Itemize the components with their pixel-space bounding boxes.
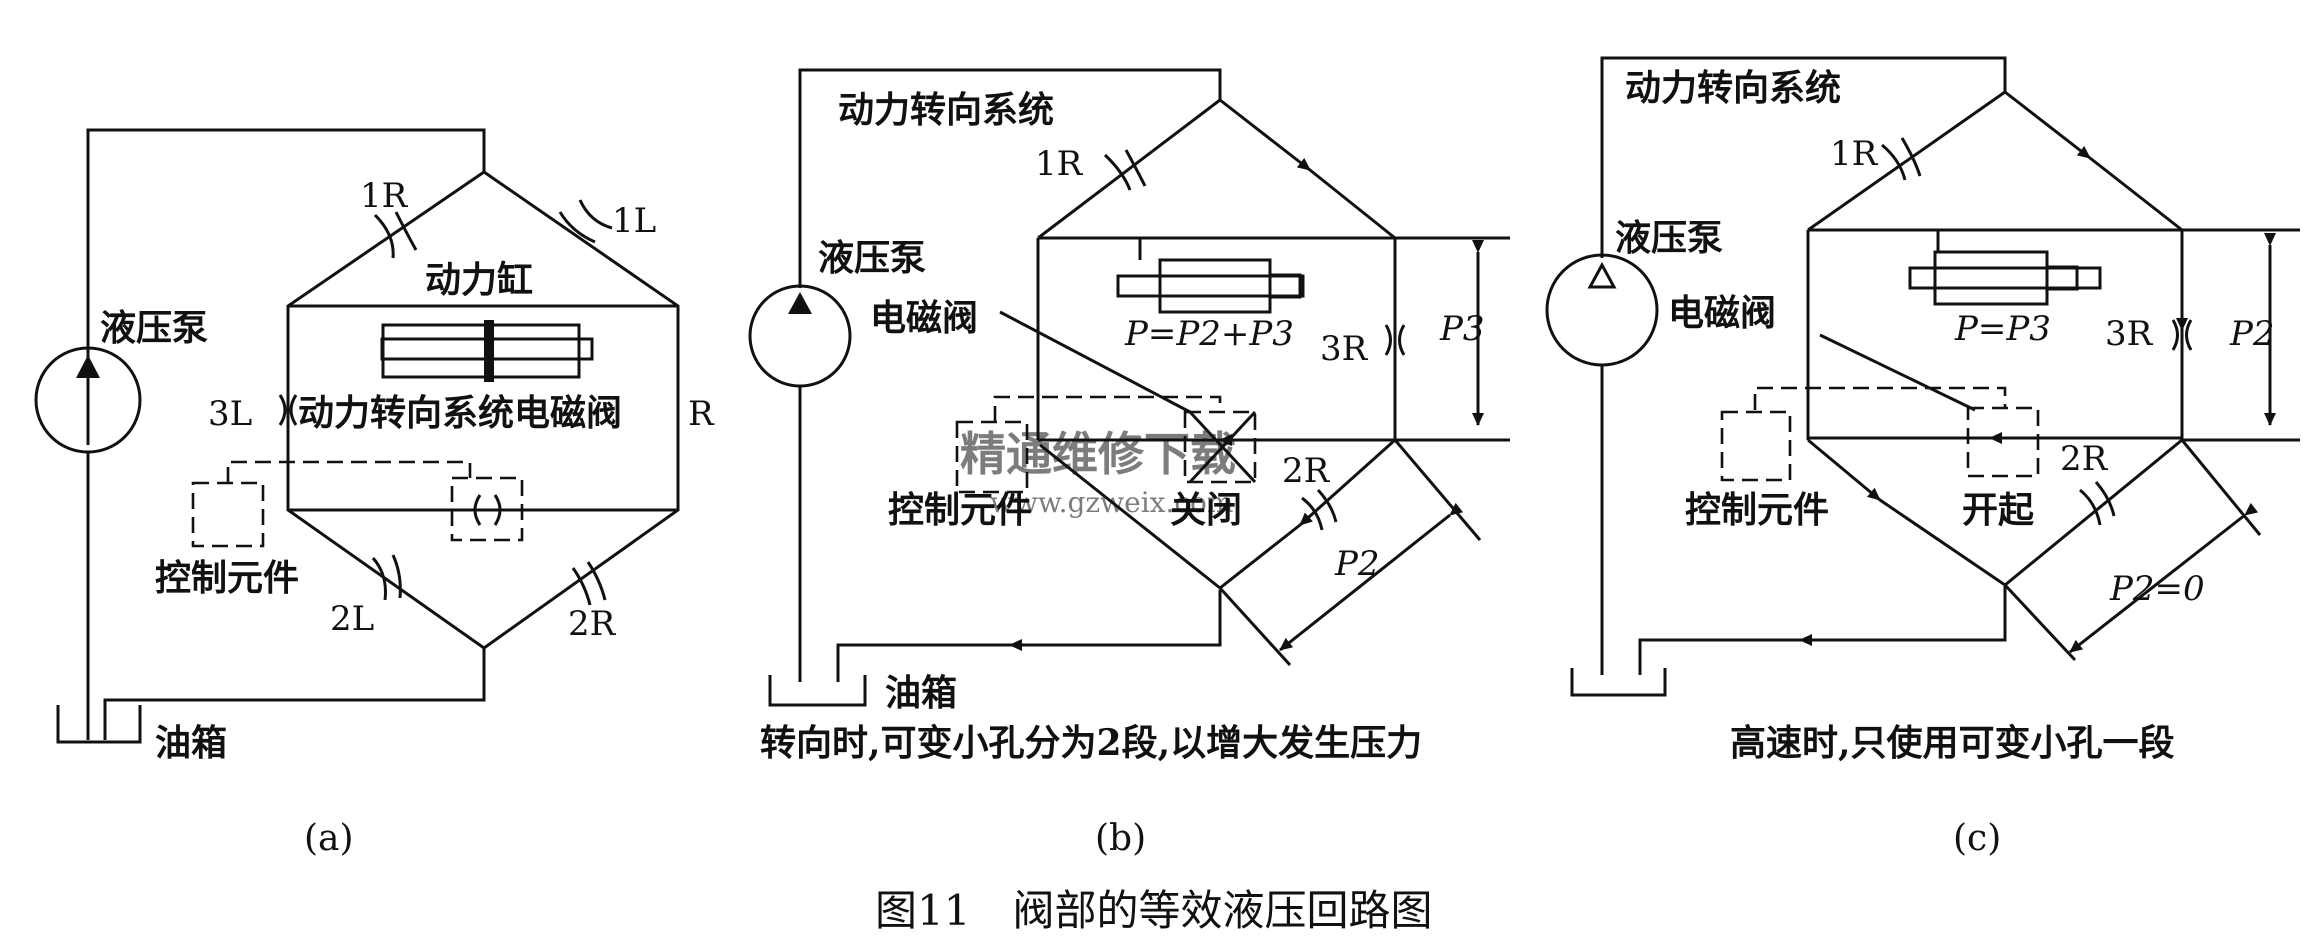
label-state-c: 开起 (1962, 489, 2035, 531)
label-p2-c: P2 (2229, 314, 2275, 354)
control-element-c (1720, 410, 1792, 482)
orifice-1r-b (1103, 149, 1147, 191)
label-cylinder: 动力缸 (425, 259, 533, 301)
panel-a: 1R 1L 动力缸 液压泵 3L 动力转向系统电磁阀 R 控制元件 2L 2R … (34, 128, 715, 859)
solenoid-valve-c (1966, 406, 2040, 478)
power-cylinder (380, 320, 594, 382)
label-p3-b: P3 (1439, 309, 1485, 349)
label-formula-c: P=P3 (1954, 309, 2051, 349)
label-2r-a: 2R (568, 604, 617, 644)
orifice-1r-c (1881, 137, 1922, 181)
cylinder-c (1908, 230, 2102, 306)
label-1r-a: 1R (360, 176, 409, 216)
label-system-c: 动力转向系统 (1625, 67, 1841, 109)
note-c: 高速时,只使用可变小孔一段 (1730, 722, 2175, 764)
watermark: 精通维修下载 (960, 427, 1236, 481)
cylinder-b (1116, 238, 1305, 314)
panel-b: 动力转向系统 1R 液压泵 电磁阀 P=P2+P3 3R P3 2R 控制元件 … (748, 68, 1510, 859)
figure-title: 图11 阀部的等效液压回路图 (875, 886, 1432, 935)
label-solenoid-c: 电磁阀 (1668, 292, 1776, 334)
label-pump-c: 液压泵 (1615, 217, 1723, 259)
label-2l-a: 2L (330, 599, 374, 639)
label-2r-c: 2R (2060, 439, 2109, 479)
label-r-a: R (688, 394, 715, 434)
label-1r-c: 1R (1830, 134, 1879, 174)
label-system-b: 动力转向系统 (838, 89, 1054, 131)
control-element-b (955, 420, 1029, 494)
label-3l-a: 3L (208, 394, 252, 434)
panel-c: 动力转向系统 1R 液压泵 电磁阀 P=P3 3R P2 2R 控制元件 开起 … (1545, 56, 2300, 859)
orifice-1r-a (373, 211, 418, 259)
caption-a: (a) (304, 818, 354, 859)
note-b: 转向时,可变小孔分为2段,以增大发生压力 (760, 722, 1422, 764)
label-3r-b: 3R (1320, 329, 1369, 369)
label-tank-a: 油箱 (155, 722, 227, 764)
solenoid-valve-a (450, 476, 524, 542)
label-1l-a: 1L (612, 201, 656, 241)
label-control-b: 控制元件 (888, 489, 1032, 531)
label-3r-c: 3R (2105, 314, 2154, 354)
label-pump-b: 液压泵 (818, 237, 926, 279)
orifice-3r-c (2171, 319, 2193, 351)
orifice-3r-b (1384, 324, 1406, 356)
label-formula-b: P=P2+P3 (1124, 314, 1294, 354)
label-control-c: 控制元件 (1685, 489, 1829, 531)
orifice-2l-a (371, 554, 402, 601)
orifice-2r-c (2079, 481, 2116, 526)
label-1r-b: 1R (1035, 144, 1084, 184)
orifice-2r-a (571, 561, 607, 606)
label-solenoid-a: 动力转向系统电磁阀 (298, 392, 622, 434)
pump-c (1545, 253, 1659, 367)
label-state-b: 关闭 (1170, 489, 1242, 531)
label-pump-a: 液压泵 (100, 307, 208, 349)
label-tank-b: 油箱 (885, 672, 957, 714)
orifice-2r-b (1301, 488, 1338, 531)
orifice-1l-a (558, 199, 613, 244)
caption-b: (b) (1095, 818, 1146, 859)
solenoid-valve-b (1183, 410, 1257, 484)
caption-c: (c) (1953, 818, 2001, 859)
control-element-a (191, 481, 265, 548)
label-control-a: 控制元件 (155, 557, 299, 599)
orifice-3l-a (278, 394, 298, 426)
label-2r-b: 2R (1282, 451, 1331, 491)
label-solenoid-b: 电磁阀 (870, 297, 978, 339)
label-p2-b: P2 (1334, 544, 1380, 584)
label-p2zero-c: P2=0 (2109, 569, 2205, 609)
tank-c (1570, 668, 1667, 697)
tank-b (768, 675, 867, 707)
watermark-url: www.gzweix.com (990, 486, 1233, 519)
tank-a (56, 705, 142, 744)
